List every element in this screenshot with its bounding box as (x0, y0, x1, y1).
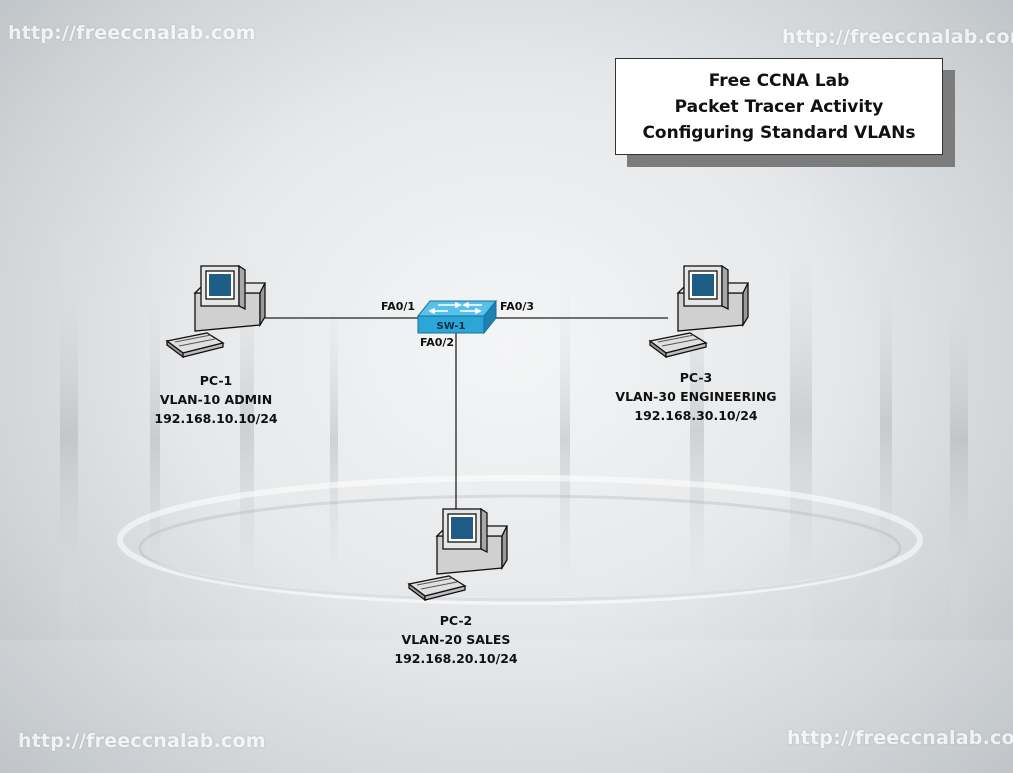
pc2-vlan: VLAN-20 SALES (401, 632, 511, 647)
pc3-label: PC-3 VLAN-30 ENGINEERING 192.168.30.10/2… (596, 368, 796, 425)
pc1-name: PC-1 (199, 373, 233, 388)
pc3-computer-icon[interactable] (648, 265, 750, 363)
port-label-pc1: FA0/1 (381, 300, 416, 313)
title-line-3: Configuring Standard VLANs (642, 122, 916, 143)
pc2-name: PC-2 (439, 613, 473, 628)
watermark-top-right: http://freeccnalab.com (782, 26, 1013, 48)
pc2-ip: 192.168.20.10/24 (394, 651, 518, 666)
switch-icon[interactable]: SW-1 (416, 300, 498, 336)
watermark-bottom-left: http://freeccnalab.com (18, 730, 266, 752)
pc1-computer-icon[interactable] (165, 265, 267, 363)
watermark-top-left: http://freeccnalab.com (8, 22, 256, 44)
pc1-vlan: VLAN-10 ADMIN (159, 392, 273, 407)
pc3-name: PC-3 (679, 370, 713, 385)
switch-label: SW-1 (437, 321, 466, 332)
title-line-1: Free CCNA Lab (708, 70, 850, 91)
pc1-ip: 192.168.10.10/24 (154, 411, 278, 426)
watermark-bottom-right: http://freeccnalab.com (787, 727, 1013, 749)
pc3-ip: 192.168.30.10/24 (634, 408, 758, 423)
pc3-vlan: VLAN-30 ENGINEERING (615, 389, 777, 404)
port-label-pc2: FA0/2 (420, 336, 455, 349)
title-line-2: Packet Tracer Activity (674, 96, 884, 117)
pc2-label: PC-2 VLAN-20 SALES 192.168.20.10/24 (376, 611, 536, 668)
pc2-computer-icon[interactable] (407, 508, 509, 606)
title-box: Free CCNA Lab Packet Tracer Activity Con… (615, 58, 943, 155)
pc1-label: PC-1 VLAN-10 ADMIN 192.168.10.10/24 (136, 371, 296, 428)
port-label-pc3: FA0/3 (500, 300, 535, 313)
